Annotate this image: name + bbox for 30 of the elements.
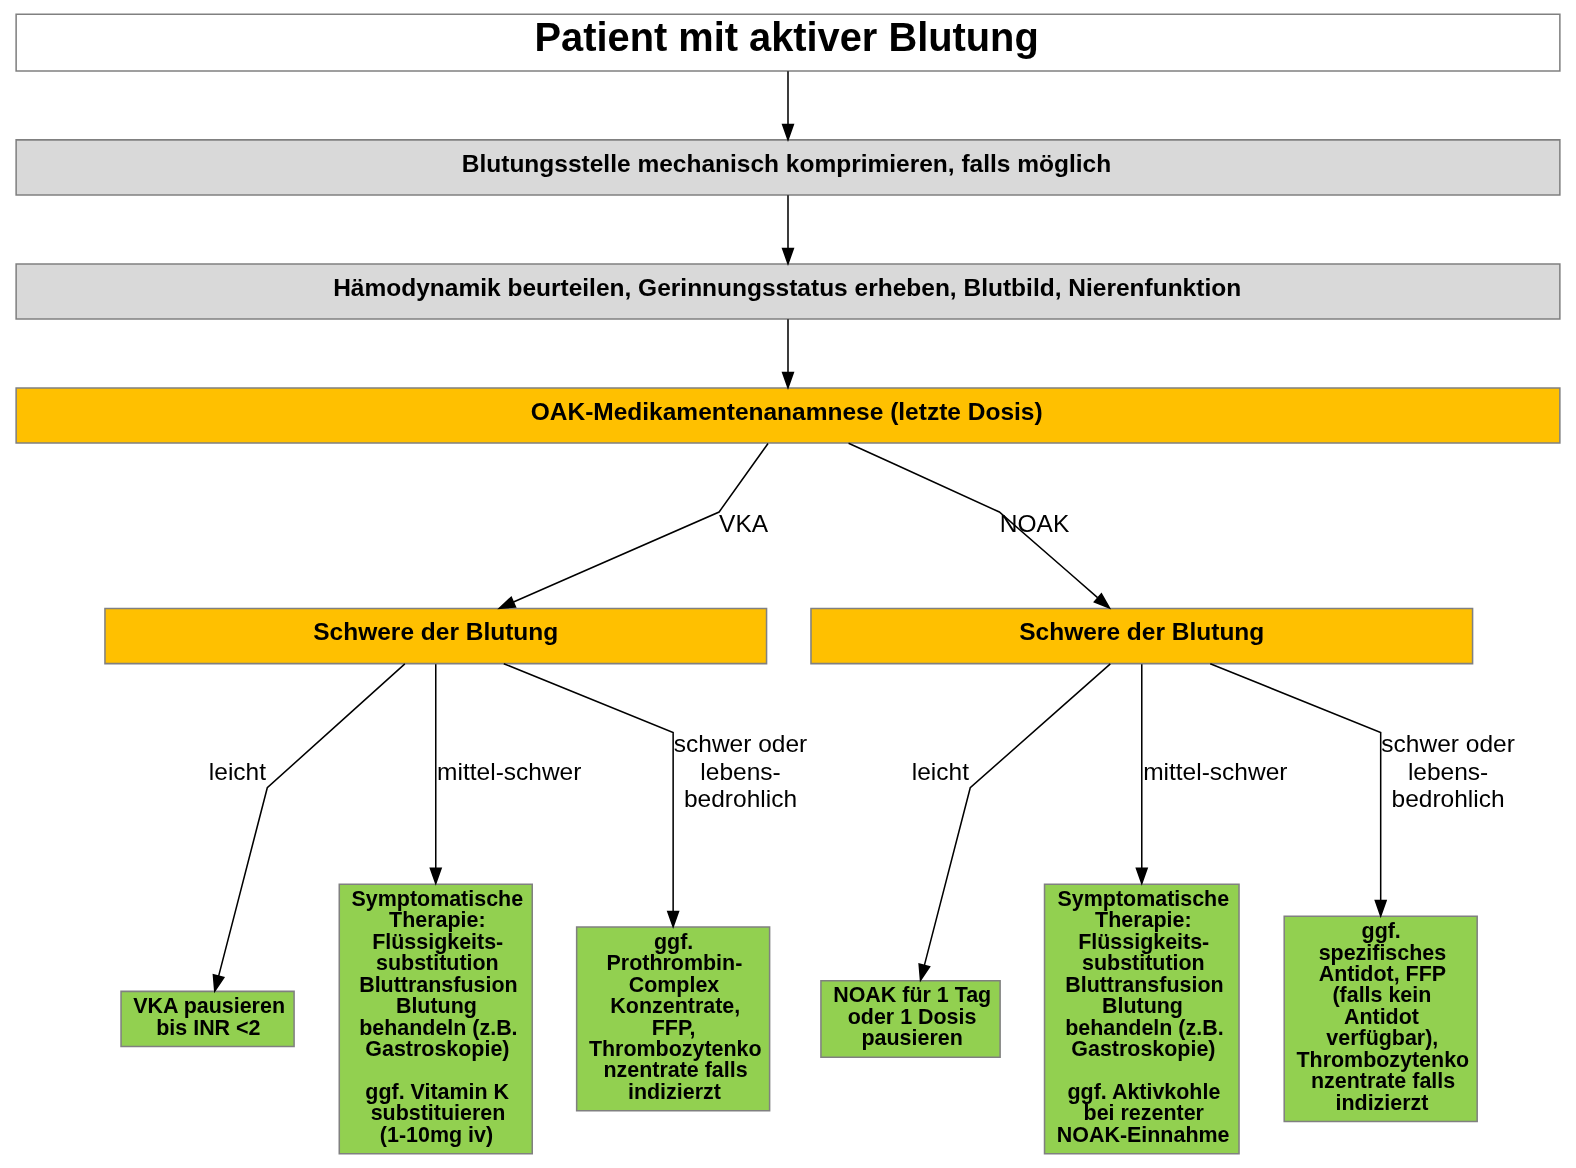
node-box: OAK-Medikamentenanamnese (letzte Dosis) [15, 387, 1561, 444]
edge-label: leicht [208, 757, 267, 785]
node-box: Symptomatische Therapie: Flüssigkeits- substitution Bluttransfusion Blutung behandeln (z.B. Gastroskopie) ggf. Aktivkohle bei rezenter NOAK-Einnahme [1043, 883, 1240, 1155]
edge-label: mittel-schwer [437, 757, 582, 785]
arrow [497, 442, 769, 610]
edge-label: VKA [719, 509, 769, 537]
edge-label: schwer oder lebens- bedrohlich [673, 730, 808, 813]
arrow [503, 662, 680, 930]
arrow [1135, 663, 1149, 886]
edge-label: leicht [911, 757, 969, 785]
arrow [1209, 662, 1388, 919]
arrow [781, 194, 795, 267]
node-box: Blutungsstelle mechanisch komprimieren, falls möglich [15, 139, 1561, 196]
arrow [781, 70, 795, 143]
node-box: Symptomatische Therapie: Flüssigkeits- substitution Bluttransfusion Blutung behandeln (z.B. Gastroskopie) ggf. Vitamin K substituieren (1-10mg iv) [338, 883, 533, 1155]
edge-label: mittel-schwer [1143, 757, 1288, 785]
node-box: ggf. spezifisches Antidot, FFP (falls kein Antidot verfügbar), Thrombozytenko nzentrate falls indizierzt [1283, 915, 1478, 1123]
node-box: ggf. Prothrombin- Complex Konzentrate, FFP, Thrombozytenko nzentrate falls indizierzt [575, 926, 771, 1112]
arrow [918, 663, 1112, 983]
arrow [781, 318, 795, 391]
arrow [212, 663, 406, 994]
arrow [429, 663, 443, 886]
node-box: Schwere der Blutung [810, 607, 1474, 665]
node-box: Schwere der Blutung [104, 607, 768, 665]
node-box: Patient mit aktiver Blutung [15, 13, 1561, 72]
node-box: VKA pausieren bis INR <2 [120, 990, 295, 1048]
node-box: NOAK für 1 Tag oder 1 Dosis pausieren [820, 979, 1001, 1058]
arrow [847, 442, 1112, 610]
edge-label: schwer oder lebens- bedrohlich [1381, 730, 1515, 813]
node-box: Hämodynamik beurteilen, Gerinnungsstatus erheben, Blutbild, Nierenfunktion [15, 263, 1561, 320]
